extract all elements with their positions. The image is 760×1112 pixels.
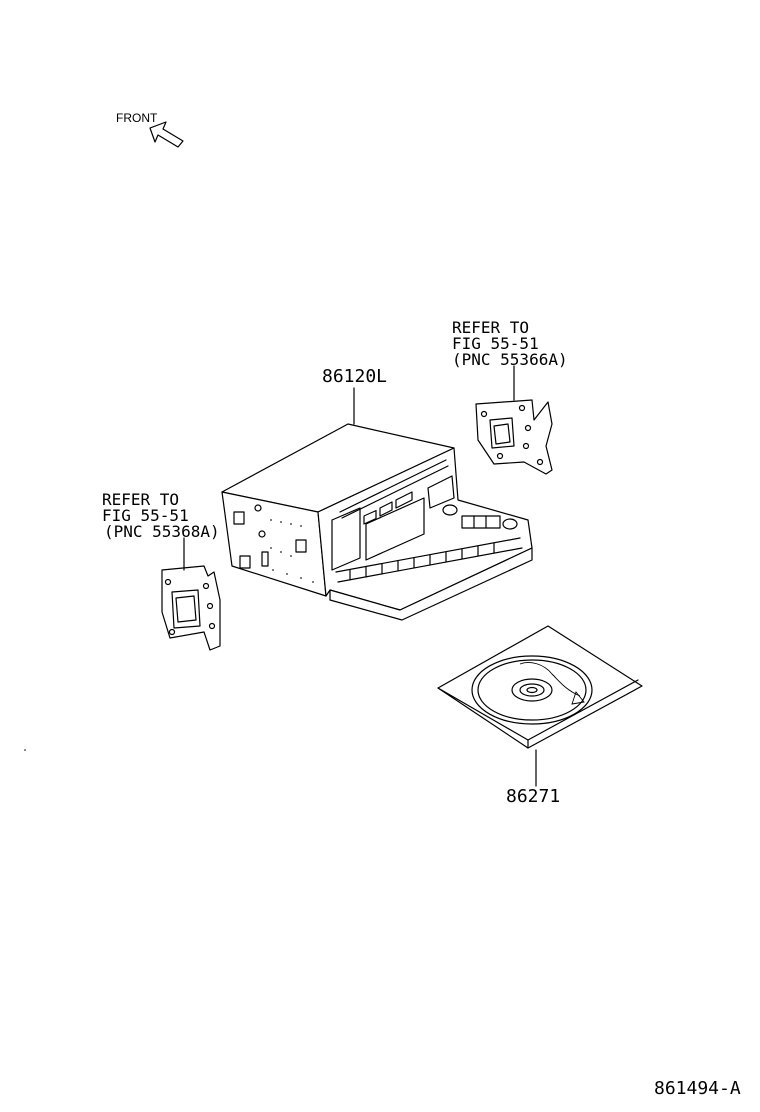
stray-dot	[24, 749, 26, 751]
disc-drawing	[437, 625, 643, 787]
bracket-left-note-line1: REFER TO	[102, 490, 180, 509]
bracket-right-note-line3: (PNC 55366A)	[452, 350, 568, 369]
front-label: FRONT	[116, 111, 158, 125]
part-number-86271: 86271	[506, 786, 561, 807]
front-arrow-icon	[149, 121, 184, 148]
head-unit-drawing	[221, 423, 533, 621]
bracket-right-note-line2: FIG 55-51	[452, 334, 539, 353]
bracket-left-note-line3: (PNC 55368A)	[104, 522, 220, 541]
left-bracket-drawing	[161, 537, 221, 651]
bracket-right-note-line1: REFER TO	[452, 318, 530, 337]
figure-id: 861494-A	[654, 1078, 741, 1099]
bracket-left-note-line2: FIG 55-51	[102, 506, 189, 525]
part-number-86120L: 86120L	[322, 366, 388, 387]
right-bracket-drawing	[475, 365, 553, 475]
